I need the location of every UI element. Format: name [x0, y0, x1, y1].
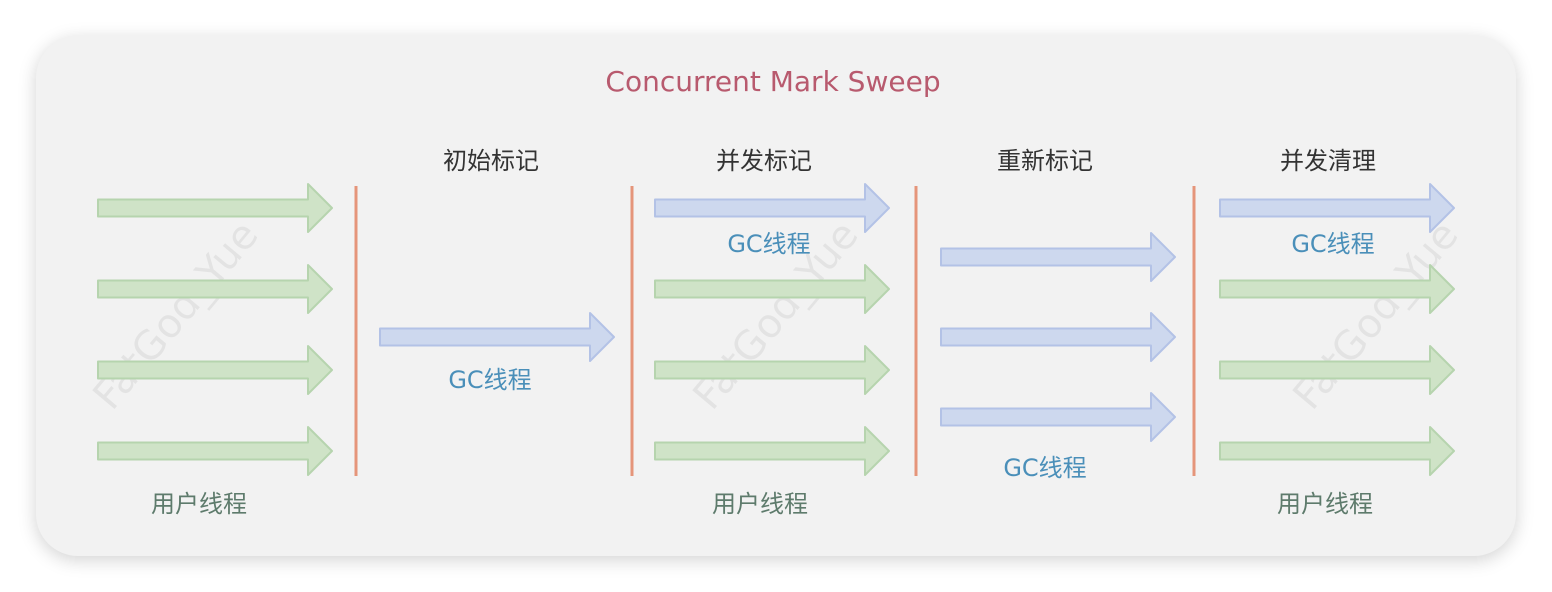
gc-thread-arrow — [940, 392, 1176, 442]
user-thread-label: 用户线程 — [712, 490, 808, 518]
gc-thread-label: GC线程 — [727, 230, 810, 258]
user-thread-arrow — [654, 345, 890, 395]
thread-arrows — [97, 183, 1455, 476]
user-thread-label: 用户线程 — [1277, 490, 1373, 518]
user-thread-arrow — [97, 426, 333, 476]
phase-dividers — [354, 186, 1196, 476]
user-thread-arrow — [97, 345, 333, 395]
user-thread-arrow — [97, 183, 333, 233]
gc-thread-arrow — [379, 312, 615, 362]
gc-thread-label: GC线程 — [1003, 454, 1086, 482]
gc-thread-arrow — [654, 183, 890, 233]
phase-label-concurrent-sweep: 并发清理 — [1280, 147, 1376, 175]
gc-thread-label: GC线程 — [448, 366, 531, 394]
gc-thread-arrow — [940, 232, 1176, 282]
user-thread-arrow — [654, 264, 890, 314]
gc-thread-arrow — [940, 312, 1176, 362]
user-thread-arrow — [97, 264, 333, 314]
phase-label-concurrent-mark: 并发标记 — [716, 147, 812, 175]
user-thread-arrow — [1219, 345, 1455, 395]
user-thread-arrow — [654, 426, 890, 476]
phase-label-initial-mark: 初始标记 — [443, 147, 539, 175]
phase-label-remark: 重新标记 — [997, 147, 1093, 175]
user-thread-arrow — [1219, 264, 1455, 314]
gc-thread-arrow — [1219, 183, 1455, 233]
diagram-title: Concurrent Mark Sweep — [605, 65, 940, 98]
gc-thread-label: GC线程 — [1291, 230, 1374, 258]
user-thread-label: 用户线程 — [151, 490, 247, 518]
user-thread-arrow — [1219, 426, 1455, 476]
watermark: FatGod_Yue — [84, 213, 267, 419]
